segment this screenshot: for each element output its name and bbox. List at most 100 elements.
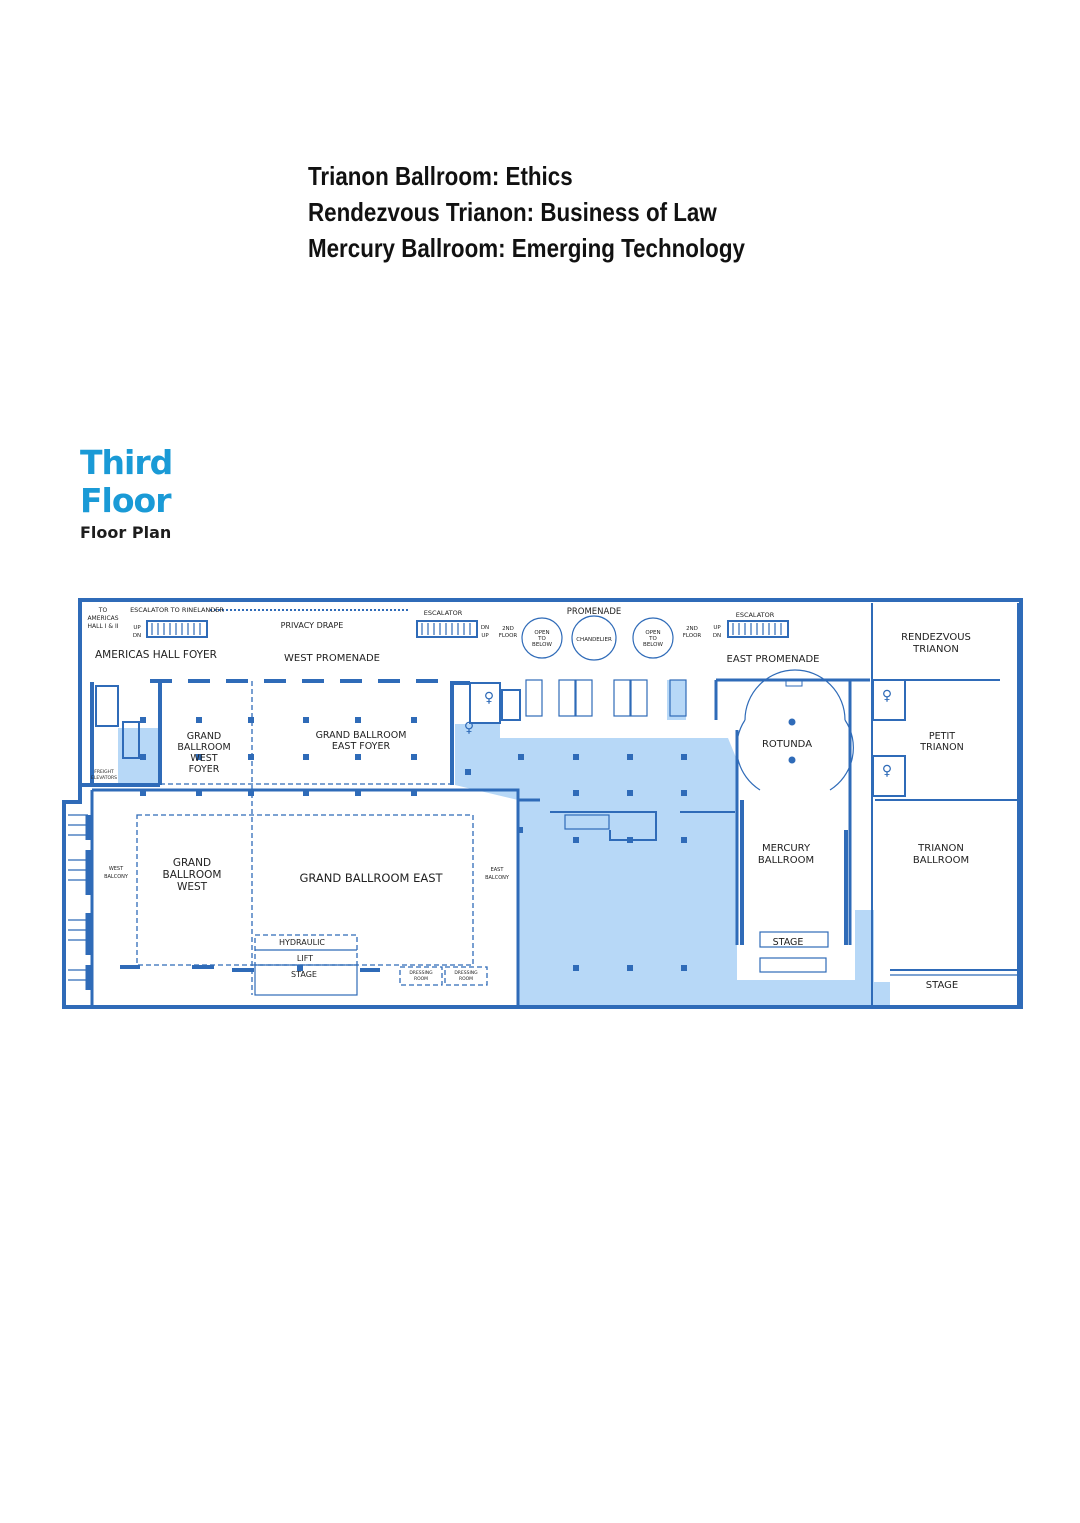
freight-elevator-shaft <box>95 685 119 727</box>
label-petit-trianon: PETIT <box>929 731 955 742</box>
west-walls <box>78 640 470 802</box>
label-grand-ballroom-west-foyer: FOYER <box>189 764 220 775</box>
dressing-room-box-1 <box>399 966 443 986</box>
room-label-rendezvous-trianon: RENDEZVOUS <box>901 632 971 643</box>
label-west-balcony: BALCONY <box>104 874 129 880</box>
chandelier <box>571 615 617 661</box>
label-mercury-stage: STAGE <box>773 937 804 948</box>
rotunda-top-pillar <box>785 679 803 687</box>
central-restroom-west <box>469 682 501 724</box>
mercury-stage <box>759 931 829 948</box>
label-americas-hall-foyer: AMERICAS HALL FOYER <box>95 649 217 661</box>
mercury-ballroom-walls <box>740 800 848 945</box>
column-post <box>411 790 417 796</box>
escalator-west <box>146 620 208 638</box>
label-hydraulic: HYDRAULIC <box>279 938 325 947</box>
label-rotunda: ROTUNDA <box>762 739 812 750</box>
label-escalator-east: ESCALATOR <box>736 611 775 619</box>
column-post <box>140 717 146 723</box>
assignment-trianon-ballroom: Trianon Ballroom: Ethics <box>308 161 573 191</box>
label-east-balcony: BALCONY <box>485 875 510 881</box>
label-to-americas: HALL I & II <box>87 623 118 630</box>
open-to-below-right <box>632 617 674 659</box>
column-post <box>681 837 687 843</box>
label-open-to-below: BELOW <box>643 642 663 648</box>
grand-ballroom-stage-box <box>254 964 358 996</box>
escalator-center <box>416 620 478 638</box>
label-open-to-below: OPEN <box>534 630 549 636</box>
label-open-to-below: BELOW <box>532 642 552 648</box>
column-post <box>573 754 579 760</box>
label-stage: STAGE <box>291 970 317 979</box>
label-grand-ballroom-west-foyer: WEST <box>190 753 217 764</box>
floor-plan-subtitle: Floor Plan <box>80 523 172 542</box>
highlighted-restroom-area <box>667 680 686 720</box>
column-post <box>248 754 254 760</box>
label-grand-ballroom-east-foyer: GRAND BALLROOM <box>316 730 407 741</box>
label-open-to-below: TO <box>648 636 657 642</box>
label-dn: DN <box>481 625 489 631</box>
rotunda-post <box>788 756 796 764</box>
restroom-icon: ♀ <box>882 688 892 704</box>
label-up: UP <box>481 633 489 639</box>
label-escalator-center: ESCALATOR <box>424 609 463 617</box>
grand-ballroom-bottom-wall <box>120 965 380 972</box>
label-up: UP <box>133 625 141 631</box>
room-label-mercury-ballroom: MERCURY <box>762 843 811 854</box>
elevator-bank <box>525 679 687 717</box>
column-post <box>248 790 254 796</box>
column-post <box>573 837 579 843</box>
east-wing-walls <box>871 603 1019 1005</box>
label-petit-trianon: TRIANON <box>919 742 963 753</box>
column-post <box>627 754 633 760</box>
rotunda-post <box>788 718 796 726</box>
column-post <box>627 837 633 843</box>
column-post <box>681 790 687 796</box>
room-label-trianon-ballroom: BALLROOM <box>913 855 969 866</box>
label-2nd-floor: FLOOR <box>683 633 702 639</box>
central-service-walls <box>550 811 735 841</box>
assignment-mercury-ballroom: Mercury Ballroom: Emerging Technology <box>308 233 745 263</box>
column-post <box>355 717 361 723</box>
trianon-restroom-bottom <box>872 755 906 797</box>
column-post <box>518 754 524 760</box>
label-grand-ballroom-east-foyer: EAST FOYER <box>332 741 391 752</box>
trianon-restroom-top <box>872 679 906 721</box>
column-post <box>303 717 309 723</box>
room-label-trianon-ballroom: TRIANON <box>917 843 964 854</box>
column-post <box>681 965 687 971</box>
label-escalator-rinelander: ESCALATOR TO RINELANDER <box>130 606 224 614</box>
column-post <box>573 965 579 971</box>
label-freight-elevators: FREIGHT <box>94 769 114 775</box>
column-post <box>303 790 309 796</box>
column-post <box>517 827 523 833</box>
label-open-to-below: TO <box>537 636 546 642</box>
label-up: UP <box>713 625 721 631</box>
central-stair-west <box>501 689 521 721</box>
assignment-rendezvous-trianon: Rendezvous Trianon: Business of Law <box>308 197 717 227</box>
floor-title-line-2: Floor <box>80 481 171 520</box>
restroom-icon: ♀ <box>464 720 474 736</box>
mercury-stage-steps <box>759 957 827 973</box>
label-dressing-room: DRESSING <box>454 970 478 976</box>
label-chandelier: CHANDELIER <box>576 637 612 643</box>
label-2nd-floor: 2ND <box>502 626 514 632</box>
label-open-to-below: OPEN <box>645 630 660 636</box>
open-to-below-left <box>521 617 563 659</box>
label-grand-ballroom-west: WEST <box>177 881 208 893</box>
label-grand-ballroom-west: GRAND <box>173 857 211 869</box>
label-dressing-room: ROOM <box>459 976 473 982</box>
label-west-promenade: WEST PROMENADE <box>284 653 380 664</box>
column-post <box>303 754 309 760</box>
restroom-icon: ♀ <box>882 763 892 779</box>
grand-ballroom-inner <box>136 814 474 966</box>
column-post <box>196 754 202 760</box>
column-post <box>196 717 202 723</box>
label-trianon-stage: STAGE <box>926 980 958 991</box>
west-stair-rails <box>68 814 88 981</box>
column-post <box>355 754 361 760</box>
room-label-mercury-ballroom: BALLROOM <box>758 855 814 866</box>
restroom-icon: ♀ <box>484 690 494 706</box>
column-post <box>411 717 417 723</box>
